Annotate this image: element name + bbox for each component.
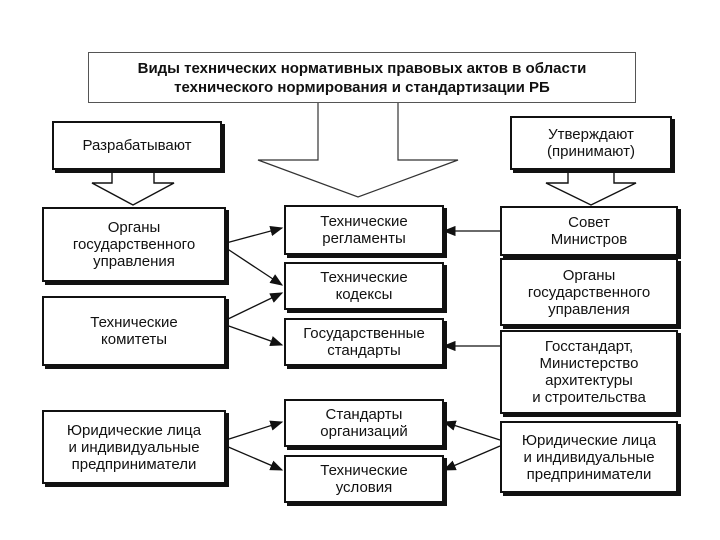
develop-down-arrow bbox=[91, 170, 175, 206]
arrow-legal-to-tech-conditions bbox=[225, 445, 284, 471]
arrow-legal-to-org-standards bbox=[225, 420, 284, 441]
title-funnel-arrow bbox=[257, 103, 459, 198]
arrow-committees-to-codes bbox=[225, 292, 284, 321]
arrow-organs-to-codes bbox=[225, 247, 284, 286]
left-organs-box: Органы государственного управления bbox=[42, 207, 226, 282]
arrow-right-legal-to-org-standards bbox=[442, 420, 501, 441]
right-gosstandart-box: Госстандарт, Министерство архитектуры и … bbox=[500, 330, 678, 414]
right-council-box: Совет Министров bbox=[500, 206, 678, 256]
arrow-organs-to-regulations bbox=[225, 226, 284, 244]
center-regulations-box: Технические регламенты bbox=[284, 205, 444, 255]
right-legal-entities-box: Юридические лица и индивидуальные предпр… bbox=[500, 421, 678, 493]
left-committees-box: Технические комитеты bbox=[42, 296, 226, 366]
diagram-title: Виды технических нормативных правовых ак… bbox=[88, 52, 636, 103]
approve-header: Утверждают (принимают) bbox=[510, 116, 672, 170]
approve-down-arrow bbox=[545, 170, 637, 206]
center-org-standards-box: Стандарты организаций bbox=[284, 399, 444, 447]
arrow-committees-to-state-standards bbox=[225, 324, 284, 346]
develop-header: Разрабатывают bbox=[52, 121, 222, 170]
center-state-standards-box: Государственные стандарты bbox=[284, 318, 444, 366]
center-tech-conditions-box: Технические условия bbox=[284, 455, 444, 503]
center-codes-box: Технические кодексы bbox=[284, 262, 444, 310]
left-legal-entities-box: Юридические лица и индивидуальные предпр… bbox=[42, 410, 226, 484]
right-organs-box: Органы государственного управления bbox=[500, 258, 678, 326]
arrow-right-legal-to-tech-conditions bbox=[442, 445, 501, 471]
